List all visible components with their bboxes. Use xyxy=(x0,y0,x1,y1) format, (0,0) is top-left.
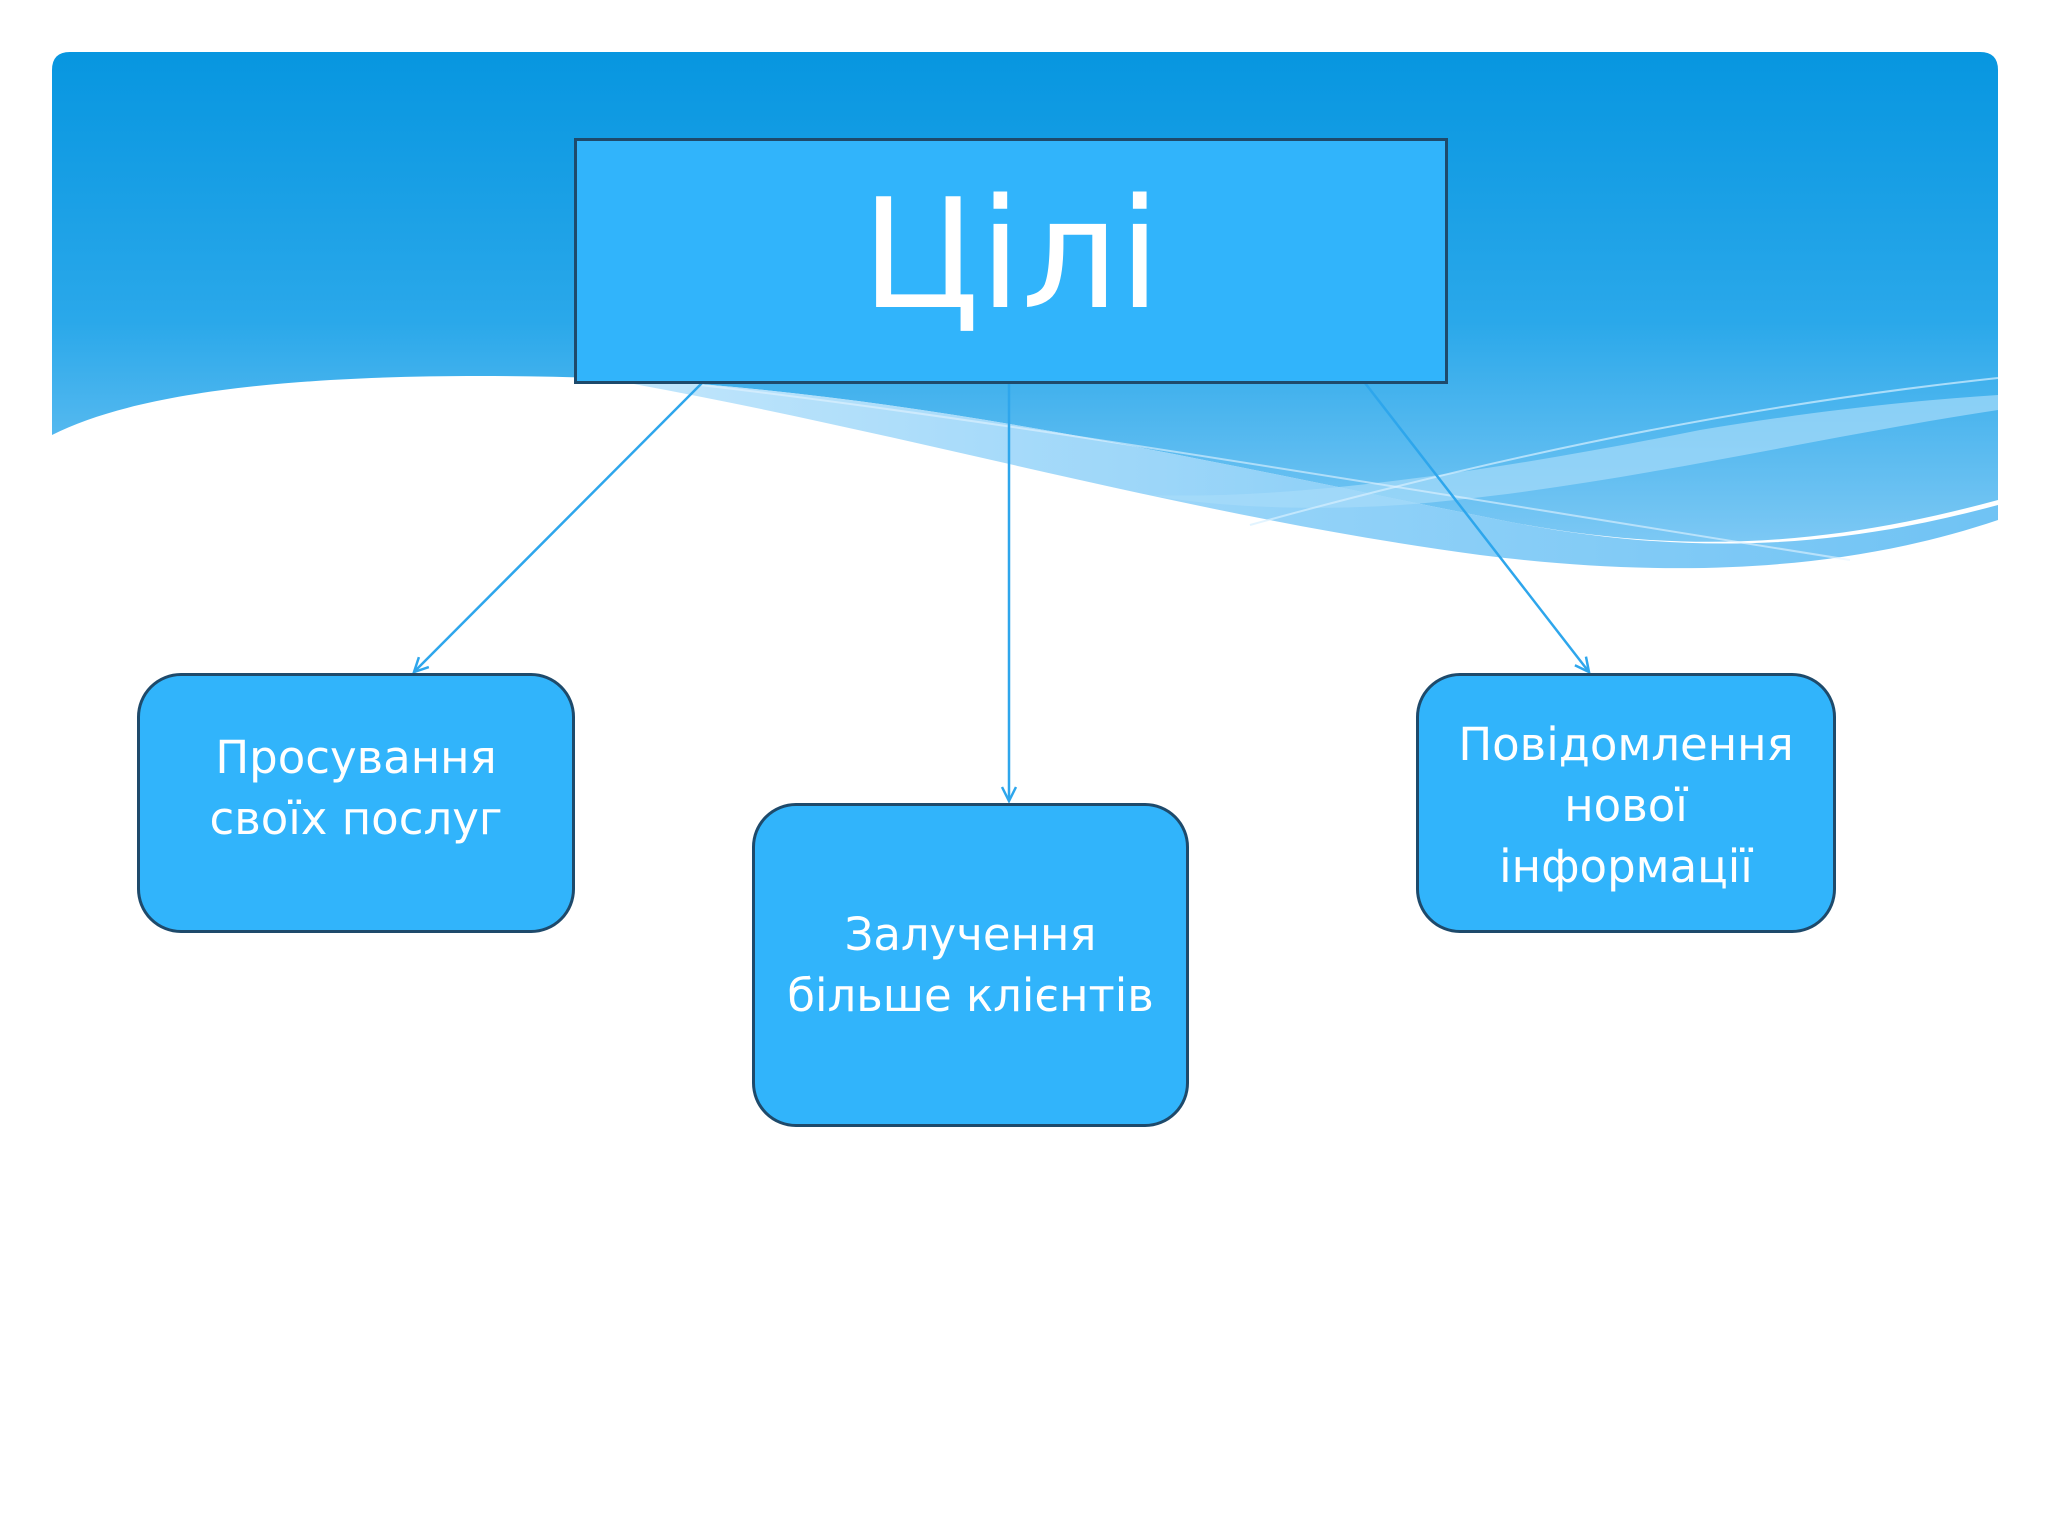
header-wave-mid xyxy=(1150,395,1998,508)
header-wave-light xyxy=(600,378,1998,569)
goal-label-promotion: Просування своїх послуг xyxy=(209,731,503,845)
header-wave-streak-2 xyxy=(699,384,1851,561)
goal-box-clients: Залучення більше клієнтів xyxy=(752,803,1189,1127)
goal-box-promotion: Просування своїх послуг xyxy=(137,673,575,933)
diagram-title: Цілі xyxy=(861,166,1161,343)
goal-box-news: Повідомлення нової інформації xyxy=(1416,673,1836,933)
goal-label-clients: Залучення більше клієнтів xyxy=(787,908,1154,1022)
goal-label-news: Повідомлення нової інформації xyxy=(1458,717,1794,893)
title-box: Цілі xyxy=(574,138,1448,384)
